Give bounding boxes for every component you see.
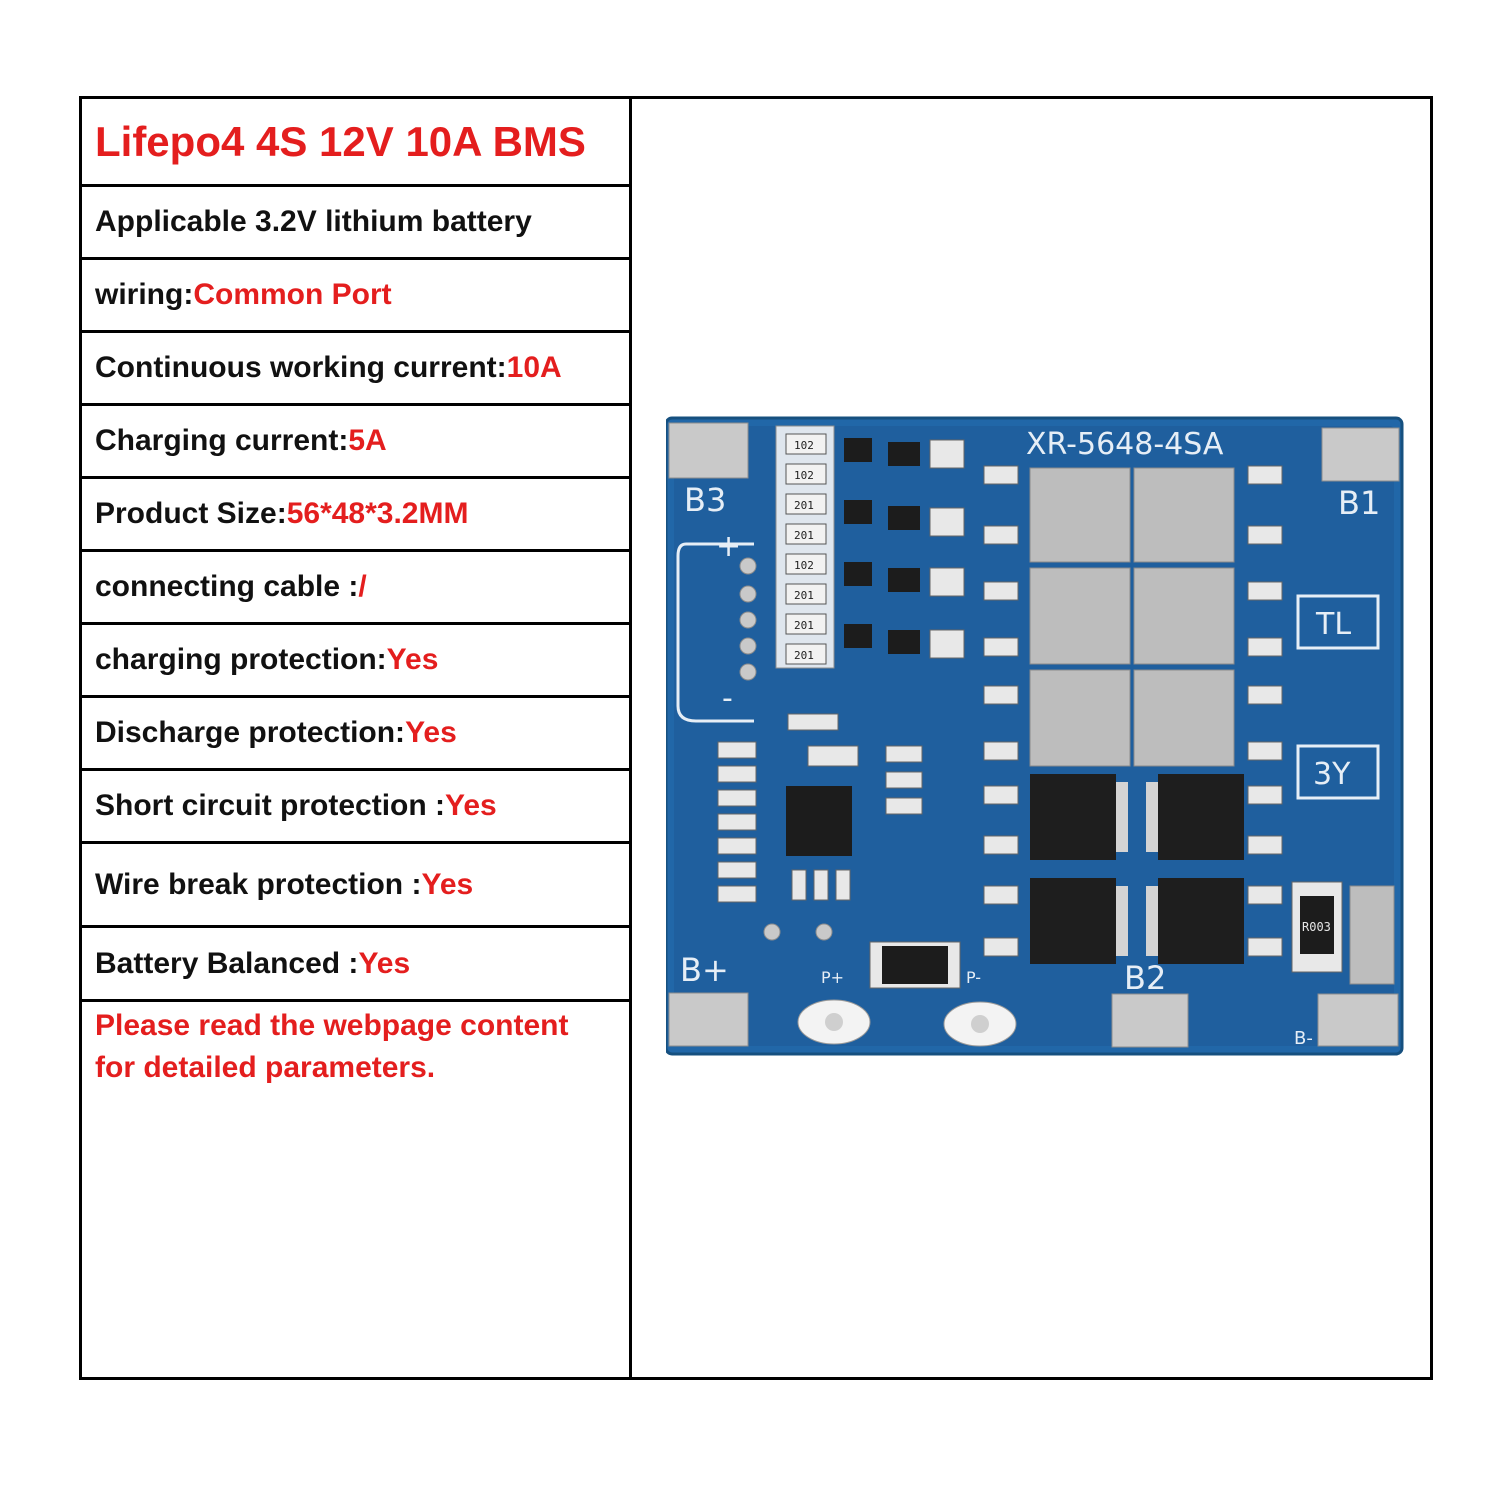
resistor [785, 613, 827, 635]
spec-value: 56*48*3.2MM [286, 497, 469, 530]
spec-row-wire-break: Wire break protection :Yes [82, 844, 629, 928]
pad-bplus [668, 992, 749, 1047]
spec-sheet: Lifepo4 4S 12V 10A BMS Applicable 3.2V l… [79, 96, 1433, 1380]
mosfets [1030, 774, 1244, 964]
spec-value: Yes [421, 867, 474, 901]
pad-b3 [668, 422, 749, 479]
spec-row-balance: Battery Balanced :Yes [82, 928, 629, 1002]
product-title: Lifepo4 4S 12V 10A BMS [82, 99, 629, 187]
note-text: Please read the webpage content for deta… [95, 1009, 569, 1084]
resistor [785, 583, 827, 605]
spec-row-short-circuit: Short circuit protection :Yes [82, 771, 629, 844]
spec-row-connecting-cable: connecting cable :/ [82, 552, 629, 625]
y3-label: 3Y [1313, 757, 1351, 792]
control-ic [786, 786, 852, 856]
resistor-code: 201 [794, 649, 814, 662]
connector-pins [739, 557, 757, 681]
left-passives [717, 713, 923, 903]
resistor-code: 201 [794, 499, 814, 512]
spec-label: Short circuit protection : [95, 789, 446, 822]
resistor-code: 102 [794, 439, 814, 452]
b2-label: B2 [1124, 959, 1166, 997]
pad-bminus [1317, 993, 1399, 1047]
spec-row-continuous-current: Continuous working current:10A [82, 333, 629, 406]
mounting-hole-inner [971, 1015, 989, 1033]
plus-label: + [716, 529, 741, 564]
spec-label: charging protection: [95, 643, 387, 676]
spec-row-product-size: Product Size:56*48*3.2MM [82, 479, 629, 552]
column-divider [629, 99, 632, 1377]
spec-value: Common Port [193, 278, 392, 311]
b3-label: B3 [684, 481, 726, 519]
spec-label: Battery Balanced : [95, 946, 359, 980]
minus-label: - [722, 681, 733, 716]
y3-box [1296, 744, 1380, 800]
tl-label: TL [1315, 607, 1351, 642]
resistor-code: 102 [794, 559, 814, 572]
spec-value: / [358, 570, 367, 603]
mosfet-pads [1029, 467, 1235, 767]
spec-label: Charging current: [95, 424, 349, 457]
spec-value: Yes [386, 643, 439, 676]
resistor-code: 201 [794, 589, 814, 602]
spec-label: Applicable 3.2V lithium battery [95, 205, 532, 238]
mosfet-tabs [1116, 782, 1158, 956]
spec-label: Product Size: [95, 497, 287, 530]
bms-board-svg: XR-5648-4SA B3 B1 B2 B+ B- P+ P- + - TL … [664, 416, 1404, 1056]
spec-label: Continuous working current: [95, 351, 507, 384]
spec-row-charging-current: Charging current:5A [82, 406, 629, 479]
tl-box [1296, 594, 1380, 650]
spec-value: Yes [405, 716, 457, 749]
board-model-label: XR-5648-4SA [1026, 427, 1224, 462]
diode-body [882, 946, 948, 984]
resistor [785, 463, 827, 485]
bplus-label: B+ [680, 951, 729, 989]
spec-label: Wire break protection : [95, 867, 422, 901]
bminus-label: B- [1294, 1028, 1313, 1049]
spec-value: Yes [358, 946, 411, 980]
spec-label: wiring: [95, 278, 194, 311]
spec-value: 10A [506, 351, 562, 384]
resistor [785, 643, 827, 665]
spec-row-wiring: wiring:Common Port [82, 260, 629, 333]
resistor-code: 201 [794, 529, 814, 542]
pplus-label: P+ [821, 968, 844, 987]
spec-label: connecting cable : [95, 570, 359, 603]
resistor [785, 553, 827, 575]
mounting-hole-inner [825, 1013, 843, 1031]
balance-ics [844, 438, 920, 654]
connector-outline [676, 542, 754, 723]
spec-row-charging-protection: charging protection: Yes [82, 625, 629, 698]
b1-label: B1 [1338, 484, 1380, 522]
spec-column: Lifepo4 4S 12V 10A BMS Applicable 3.2V l… [82, 99, 629, 1377]
resistor [785, 433, 827, 455]
resistor-code: 102 [794, 469, 814, 482]
sense-resistor-body [1300, 896, 1334, 954]
product-title-text: Lifepo4 4S 12V 10A BMS [95, 117, 586, 165]
r003-label: R003 [1302, 920, 1331, 934]
bms-board-image: XR-5648-4SA B3 B1 B2 B+ B- P+ P- + - TL … [664, 416, 1404, 1056]
balance-resistor-pack [1349, 885, 1395, 985]
spec-label: Discharge protection: [95, 716, 406, 749]
test-pads [763, 923, 833, 941]
resistor [785, 493, 827, 515]
side-capacitors [983, 465, 1283, 957]
small-smd-parts [929, 439, 965, 659]
spec-row-discharge-protection: Discharge protection: Yes [82, 698, 629, 771]
spec-value: 5A [348, 424, 387, 457]
spec-row-battery: Applicable 3.2V lithium battery [82, 187, 629, 260]
pad-b1 [1321, 427, 1400, 482]
pad-b2 [1111, 993, 1189, 1048]
spec-value: Yes [445, 789, 497, 822]
resistor [785, 523, 827, 545]
resistor-code: 201 [794, 619, 814, 632]
pminus-label: P- [966, 968, 981, 987]
